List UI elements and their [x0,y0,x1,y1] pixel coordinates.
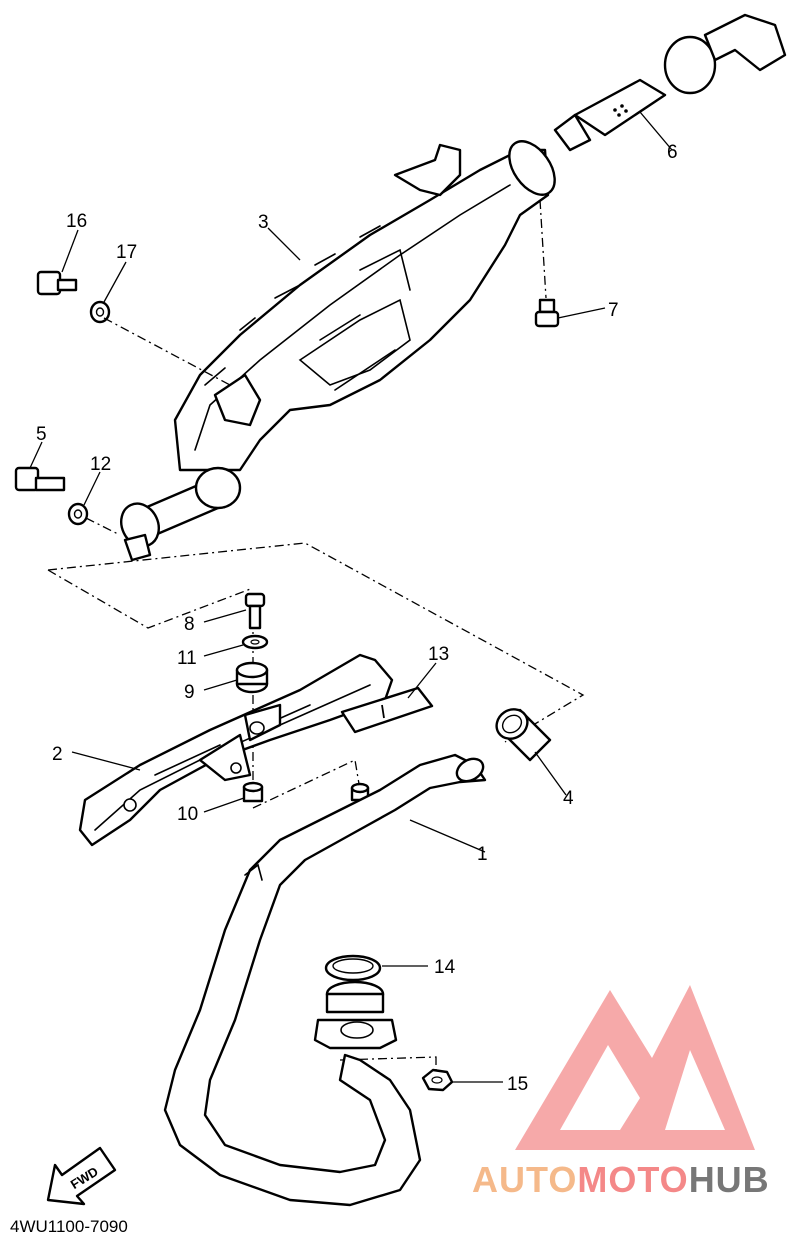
alignment-line-12 [85,517,121,536]
callout-10: 10 [177,804,198,825]
exhaust-pipe-part-1 [163,753,487,1207]
tailpipe-part-6 [553,13,787,152]
grommet-9-top [235,661,269,679]
leader-17 [103,261,127,303]
leader-7 [557,307,606,319]
alignment-line-7 [539,199,547,299]
bolt-5-head [14,466,40,492]
watermark-cutout-left [560,1045,640,1130]
heat-shield-part-2 [78,653,394,847]
alignment-line-15 [339,1056,437,1075]
watermark-cutout-right [665,1050,725,1130]
muffler-part-3 [120,140,556,562]
bolt-part-7 [534,298,560,328]
fwd-arrow-icon: FWD [46,1146,117,1206]
brand-auto: AUTO [472,1159,577,1200]
bolt-part-8 [244,592,266,630]
leader-3 [267,227,301,261]
bolt-16-head [36,270,62,296]
muffler-inlet-end [120,502,160,548]
leader-11 [203,644,244,657]
alignment-line-lower [47,569,254,629]
leader-4 [534,751,567,796]
callout-9: 9 [184,682,195,703]
leader-2 [71,751,141,771]
bolt-part-5 [14,466,66,492]
leader-13 [407,662,437,699]
callout-6: 6 [667,142,678,163]
tailpipe-flange [663,35,717,95]
leader-5 [29,441,43,469]
muffler-inlet-clamp [123,533,152,562]
fwd-arrow-shape [46,1146,117,1206]
callout-16: 16 [66,211,87,232]
callout-4: 4 [563,788,574,809]
drawing-code: 4WU1100-7090 [10,1217,128,1236]
watermark-brand: AUTOMOTOHUB [472,1159,770,1200]
label-plate-part-13 [340,686,434,734]
gasket-part-4 [495,708,552,762]
callout-13: 13 [428,644,449,665]
callout-2: 2 [52,744,63,765]
callout-3: 3 [258,212,269,233]
callout-12: 12 [90,454,111,475]
grommet-part-9 [235,661,269,694]
callout-11: 11 [177,648,197,669]
callout-14: 14 [434,957,456,978]
tailpipe-tube [573,78,667,137]
callout-5: 5 [36,424,47,445]
muffler-outlet [508,140,556,196]
watermark-logo: AUTOMOTOHUB [472,985,770,1200]
callout-8: 8 [184,614,195,635]
bolt-part-16 [36,270,78,296]
bolt-8-shank [248,604,262,630]
muffler-inlet-flange [194,466,242,510]
callout-15: 15 [507,1074,528,1095]
leader-9 [203,679,238,691]
leader-12 [83,471,101,506]
bolt-5-shank [34,476,66,492]
bolt-8-head [244,592,266,608]
callout-7: 7 [608,300,619,321]
leader-10 [203,797,245,813]
muffler-body [173,148,550,472]
bolt-7-shank [538,298,556,314]
muffler-top-bracket [393,143,462,197]
bolt-16-shank [56,278,78,292]
nut-part-15 [421,1068,454,1092]
callout-17: 17 [116,242,137,263]
muffler-seam [194,184,511,451]
brand-hub: HUB [689,1159,770,1200]
exhaust-pipe-outlet [455,757,485,783]
muffler-side-bracket [213,373,262,427]
leader-16 [61,229,79,273]
collar-10-top [242,781,264,793]
callout-1: 1 [477,844,488,865]
leader-1 [409,819,486,853]
brand-moto: MOTO [577,1159,688,1200]
alignment-line-10 [252,759,361,809]
collar-part-10 [242,781,264,803]
pipe-flange [313,980,398,1050]
leader-6 [639,111,673,151]
gasket-part-14 [324,954,382,982]
tailpipe-cone [553,113,592,152]
exhaust-pipe-body [163,753,487,1207]
tailpipe-end [703,13,787,72]
leader-8 [203,609,247,623]
alignment-line-17 [103,317,231,386]
bolt-7-head [534,310,560,328]
